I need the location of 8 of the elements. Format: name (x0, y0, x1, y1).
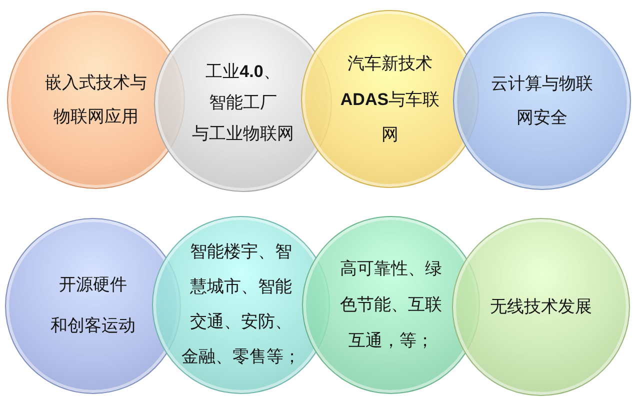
topic-text: 无线技术发展 (490, 296, 592, 318)
topic-text: 智能楼宇、智慧城市、智能交通、安防、金融、零售等； (182, 241, 300, 369)
topic-text: 高可靠性、绿色节能、互联互通，等； (340, 258, 442, 353)
topic-text: 云计算与物联网安全 (491, 73, 593, 130)
topic-text: 汽车新技术ADAS与车联网 (340, 52, 440, 146)
topic-text: 工业4.0、智能工厂与工业物联网 (192, 61, 294, 146)
topic-text: 开源硬件和创客运动 (50, 274, 136, 338)
topic-text: 嵌入式技术与物联网应用 (45, 72, 147, 129)
